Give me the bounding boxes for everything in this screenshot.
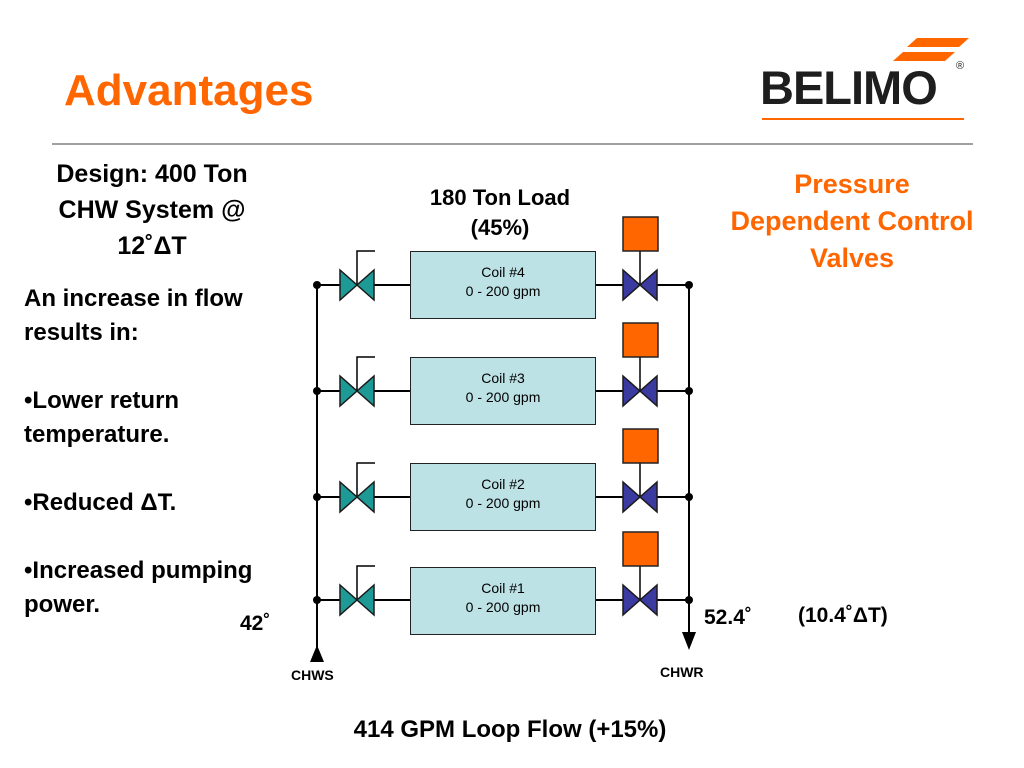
bullet-lower-return-2: temperature.	[24, 421, 170, 448]
balancing-valve-3-icon	[339, 374, 375, 408]
pressure-line-2: Dependent Control	[730, 206, 974, 236]
pressure-line-1: Pressure	[794, 169, 910, 199]
design-line-1: Design: 400 Ton	[56, 160, 248, 188]
belimo-logo: BELIMO ®	[760, 38, 970, 122]
balancing-valve-4-icon	[339, 268, 375, 302]
load-line-1: 180 Ton Load	[429, 185, 571, 210]
coil-1-range: 0 - 200 gpm	[465, 599, 541, 615]
return-junction-2	[685, 493, 693, 501]
coil-2: Coil #2 0 - 200 gpm	[410, 463, 596, 531]
balancing-valve-stem-1	[356, 565, 375, 600]
logo-registered-mark: ®	[956, 60, 965, 72]
bullet-lower-return-1: •Lower return	[24, 387, 180, 414]
coil-4-name: Coil #4	[481, 264, 525, 280]
coil-2-range: 0 - 200 gpm	[465, 495, 541, 511]
intro-line-2: results in:	[24, 319, 139, 346]
actuator-3-icon	[622, 322, 659, 358]
balancing-valve-1-icon	[339, 583, 375, 617]
chwr-label: CHWR	[660, 664, 704, 680]
design-line-2: CHW System @	[58, 196, 246, 224]
supply-temp: 42˚	[240, 612, 271, 635]
design-heading: Design: 400 Ton CHW System @ 12˚ΔT	[18, 156, 286, 264]
body-text: An increase in flow results in: •Lower r…	[24, 282, 304, 622]
chws-label: CHWS	[291, 667, 334, 683]
title-divider	[52, 143, 973, 145]
balancing-valve-2-icon	[339, 480, 375, 514]
return-junction-1	[685, 596, 693, 604]
supply-arrow-icon	[310, 645, 324, 662]
design-line-3: 12˚ΔT	[117, 232, 187, 260]
load-line-2: (45%)	[470, 215, 530, 240]
return-temp: 52.4˚	[704, 606, 752, 629]
pressure-line-3: Valves	[809, 243, 895, 273]
logo-underline	[762, 118, 964, 120]
control-valve-3-icon	[622, 374, 658, 408]
logo-text: BELIMO	[760, 61, 938, 114]
delta-t: (10.4˚ΔT)	[798, 604, 888, 627]
intro-line-1: An increase in flow	[24, 285, 243, 312]
loop-flow: 414 GPM Loop Flow (+15%)	[353, 716, 667, 743]
return-junction-4	[685, 281, 693, 289]
bullet-reduced-dt: •Reduced ΔT.	[24, 489, 177, 516]
coil-3: Coil #3 0 - 200 gpm	[410, 357, 596, 425]
control-valve-4-icon	[622, 268, 658, 302]
coil-4-range: 0 - 200 gpm	[465, 283, 541, 299]
return-arrow-icon	[682, 632, 696, 650]
coil-4: Coil #4 0 - 200 gpm	[410, 251, 596, 319]
bullet-pumping-2: power.	[24, 591, 101, 618]
control-valve-1-icon	[622, 583, 658, 617]
slide-title: Advantages	[64, 66, 314, 115]
control-valve-2-icon	[622, 480, 658, 514]
load-label: 180 Ton Load (45%)	[400, 183, 600, 243]
balancing-valve-stem-2	[356, 462, 375, 497]
actuator-2-icon	[622, 428, 659, 464]
balancing-valve-stem-4	[356, 250, 375, 285]
return-junction-3	[685, 387, 693, 395]
bullet-pumping-1: •Increased pumping	[24, 557, 253, 584]
coil-1: Coil #1 0 - 200 gpm	[410, 567, 596, 635]
coil-2-name: Coil #2	[481, 476, 525, 492]
pressure-dependent-note: Pressure Dependent Control Valves	[700, 166, 1004, 277]
balancing-valve-stem-3	[356, 356, 375, 391]
coil-3-range: 0 - 200 gpm	[465, 389, 541, 405]
coil-1-name: Coil #1	[481, 580, 525, 596]
coil-3-name: Coil #3	[481, 370, 525, 386]
actuator-1-icon	[622, 531, 659, 567]
actuator-4-icon	[622, 216, 659, 252]
